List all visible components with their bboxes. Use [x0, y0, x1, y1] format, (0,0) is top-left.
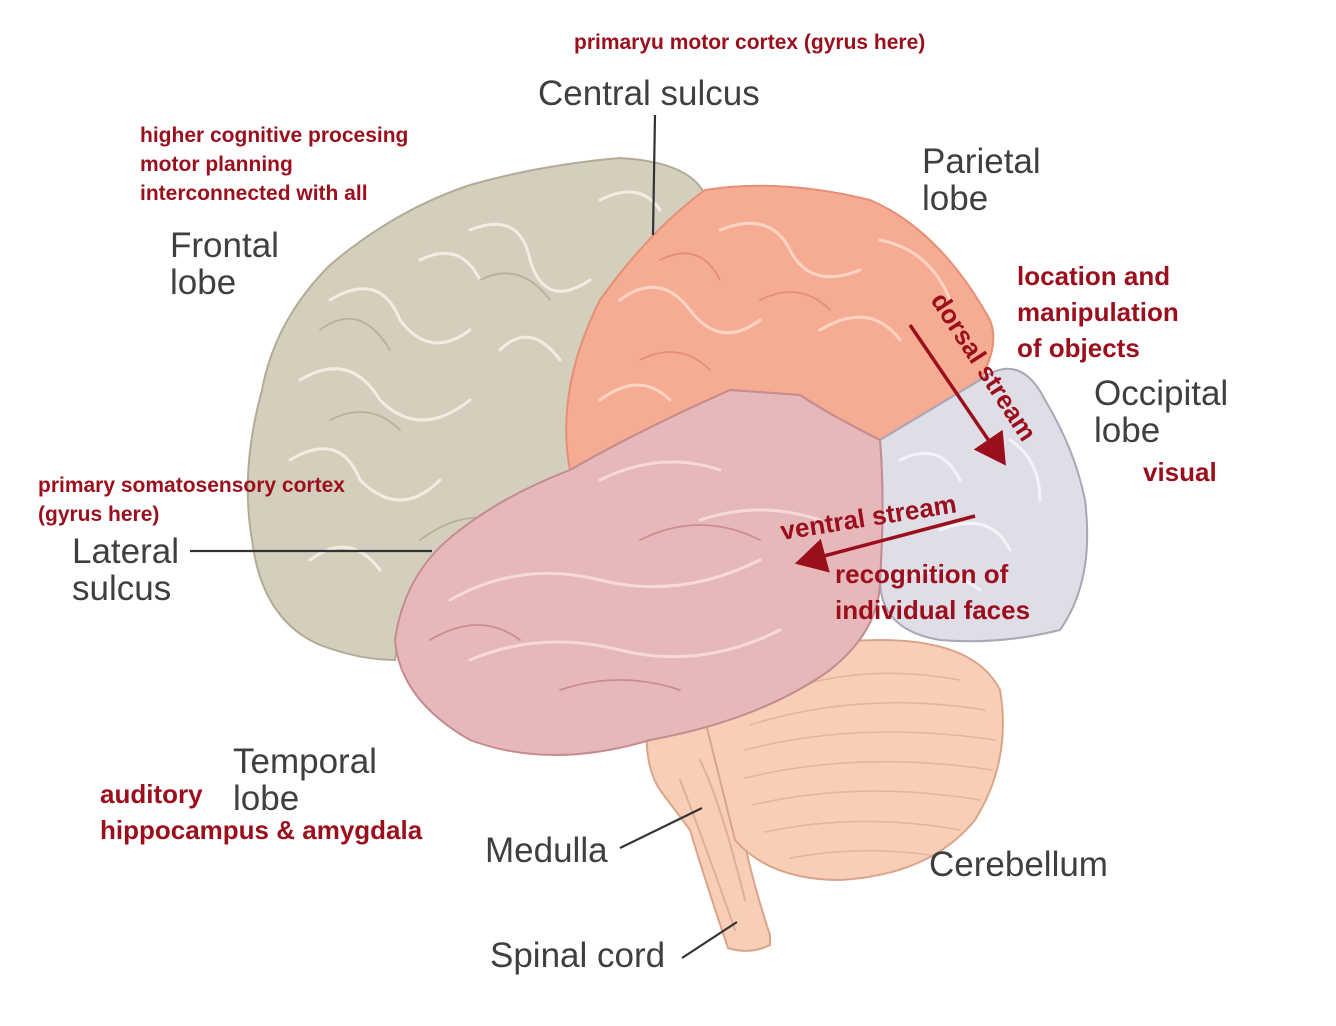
lateral-sulcus-label: Lateral sulcus — [72, 532, 189, 608]
motor-cortex-note: primaryu motor cortex (gyrus here) — [574, 31, 925, 54]
ventral-stream-arrow — [794, 514, 976, 573]
cerebellum-label: Cerebellum — [929, 845, 1108, 884]
temporal-lobe — [393, 388, 884, 756]
frontal-lobe-label: Frontal lobe — [170, 226, 289, 302]
central-sulcus-label: Central sulcus — [538, 74, 760, 113]
ventral-notes: recognition of individual faces — [835, 559, 1030, 625]
somatosensory-note: primary somatosensory cortex (gyrus here… — [38, 474, 351, 526]
temporal-notes: auditory hippocampus & amygdala — [100, 779, 423, 845]
medulla-label: Medulla — [485, 831, 608, 870]
medulla-leader — [619, 807, 703, 849]
parietal-lobe-label: Parietal lobe — [922, 142, 1050, 218]
temporal-lobe-label: Temporal lobe — [233, 742, 387, 818]
central-sulcus-leader — [651, 114, 657, 236]
spinal-cord-leader — [681, 921, 738, 959]
frontal-notes: higher cognitive procesing motor plannin… — [140, 124, 414, 205]
occipital-visual-note: visual — [1143, 457, 1217, 487]
temporal-lobe-shape — [393, 388, 884, 756]
frontal-lobe — [246, 156, 707, 662]
spinal-cord-label: Spinal cord — [490, 936, 665, 975]
parietal-notes: location and manipulation of objects — [1017, 261, 1186, 363]
dorsal-stream-arrow — [908, 324, 1006, 466]
occipital-lobe-label: Occipital lobe — [1094, 374, 1238, 450]
